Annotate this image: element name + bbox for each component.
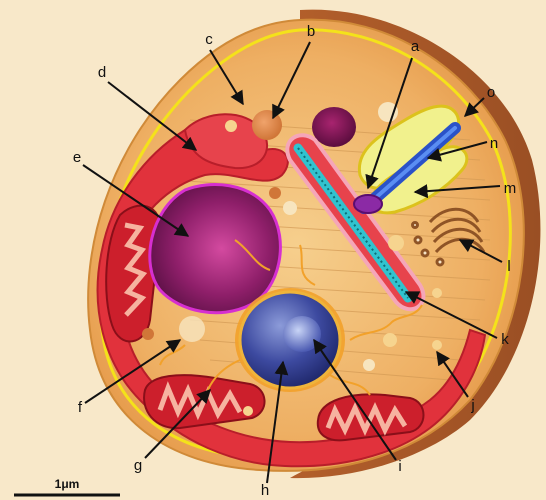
label-a: a bbox=[411, 38, 420, 55]
label-f: f bbox=[78, 399, 83, 416]
label-n: n bbox=[490, 135, 498, 152]
label-c: c bbox=[205, 31, 213, 48]
label-j: j bbox=[470, 397, 474, 414]
vesicle-b bbox=[252, 110, 282, 140]
nucleolus bbox=[283, 316, 321, 352]
label-e: e bbox=[73, 149, 81, 166]
label-m: m bbox=[504, 180, 517, 197]
dark-vesicle bbox=[312, 107, 356, 147]
vacuole bbox=[150, 185, 281, 313]
label-h: h bbox=[261, 482, 269, 499]
label-i: i bbox=[398, 458, 401, 475]
label-b: b bbox=[307, 23, 315, 40]
scale-bar: 1μm bbox=[14, 477, 120, 495]
label-d: d bbox=[98, 64, 106, 81]
label-g: g bbox=[134, 457, 142, 474]
label-l: l bbox=[507, 258, 510, 275]
nucleus bbox=[235, 288, 345, 392]
label-o: o bbox=[487, 84, 495, 101]
scale-bar-label: 1μm bbox=[55, 477, 80, 491]
label-k: k bbox=[501, 331, 509, 348]
